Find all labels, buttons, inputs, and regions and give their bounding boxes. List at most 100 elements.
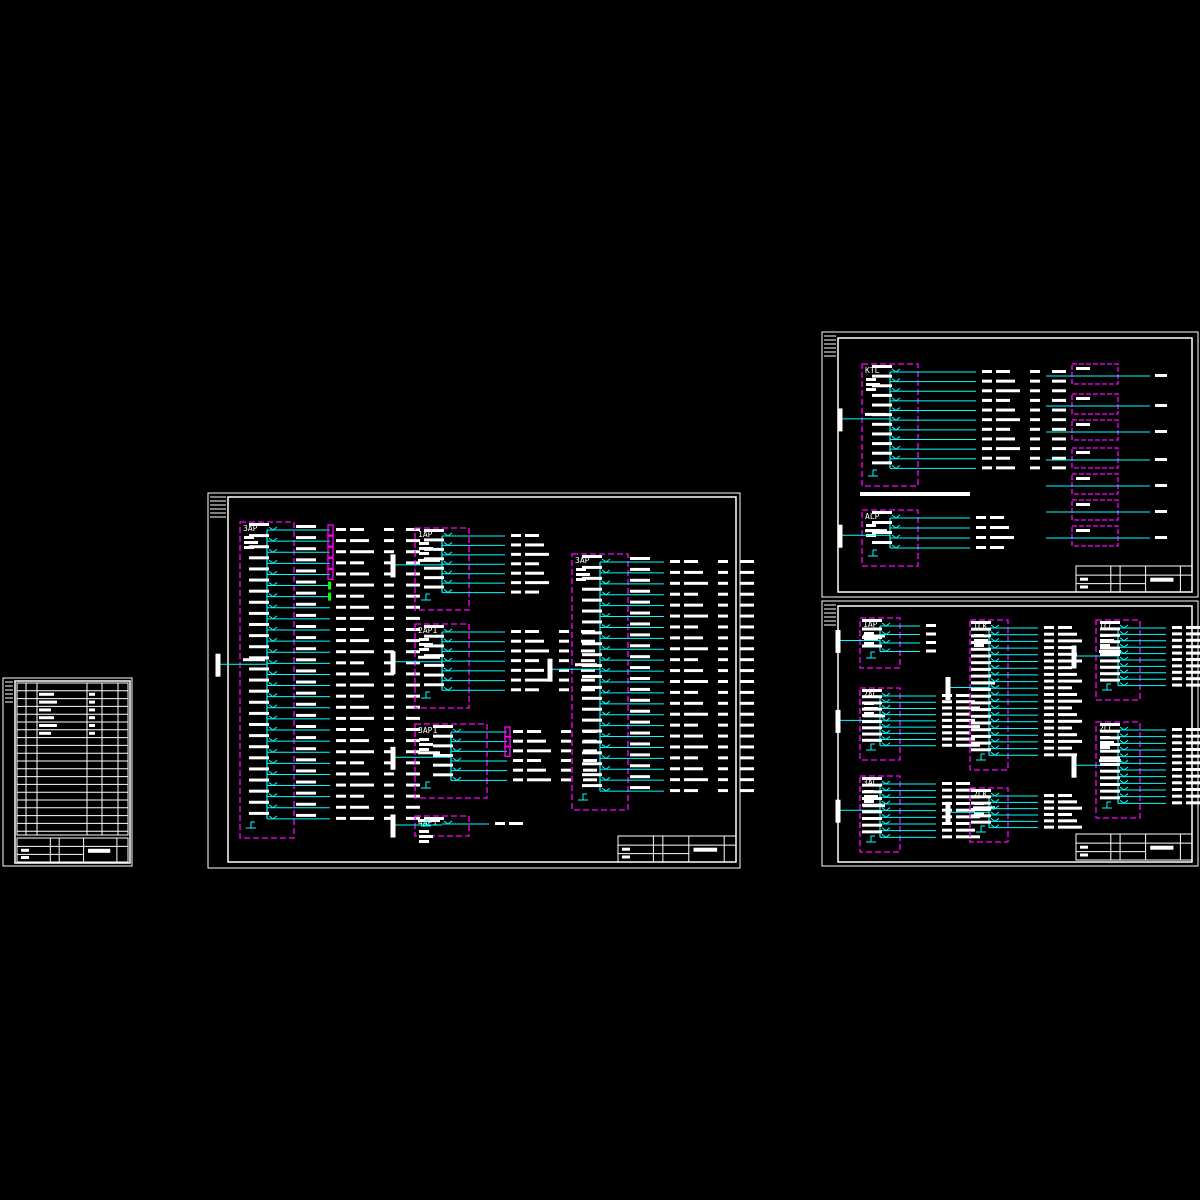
circuit-phase-text (740, 701, 754, 705)
panel-boundary (859, 775, 901, 853)
main-breaker-text (1099, 759, 1121, 763)
breaker-model-text (1100, 796, 1120, 800)
panel-label: 3AP (575, 556, 590, 565)
breaker-symbol (1119, 669, 1129, 674)
breaker-symbol (990, 824, 1000, 829)
breaker-symbol (443, 638, 453, 643)
circuit-number-text (1044, 639, 1054, 643)
circuit-load-text (350, 561, 364, 565)
circuit-load-text (1186, 638, 1200, 642)
cable-spec-text (630, 698, 650, 702)
circuit-load-text (956, 822, 970, 825)
control-circuit-text (1155, 374, 1167, 377)
breaker-model-text (433, 744, 453, 748)
ground-icon (246, 821, 256, 829)
cable-spec-text (630, 633, 650, 637)
circuit-load-text (1186, 670, 1200, 674)
panel-spec-text (864, 632, 874, 635)
circuit-number-text (670, 625, 680, 629)
circuit-number-text (1172, 670, 1182, 674)
circuit-load-text (525, 543, 544, 547)
breaker-symbol (1119, 786, 1129, 791)
breaker-symbol (452, 728, 462, 733)
breaker-model-text (582, 729, 602, 733)
drawing-title-text (1150, 845, 1174, 850)
circuit-load-text (525, 534, 539, 537)
circuit-number-text (1172, 638, 1182, 642)
circuit-power-text (561, 749, 571, 753)
circuit-load-text (956, 782, 970, 785)
circuit-load-text (350, 739, 369, 743)
circuit-number-text (511, 581, 521, 585)
circuit-phase-text (1052, 418, 1066, 422)
breaker-symbol (990, 792, 1000, 797)
circuit-power-text (384, 616, 394, 620)
circuit-number-text (982, 418, 992, 422)
circuit-phase-text (406, 705, 420, 709)
cable-spec-text (630, 622, 650, 626)
circuit-number-text (670, 767, 680, 771)
circuit-number-text (336, 783, 346, 787)
circuit-power-text (384, 750, 394, 754)
breaker-model-text (433, 734, 453, 738)
breaker-model-text (971, 647, 991, 651)
index-drawing-size (89, 700, 95, 704)
circuit-load-text (990, 516, 1004, 519)
circuit-load-text (1058, 800, 1077, 804)
circuit-load-text (350, 705, 369, 709)
circuit-number-text (336, 528, 346, 531)
contactor-box (504, 745, 511, 757)
cable-spec-text (630, 731, 650, 735)
breaker-model-text (249, 645, 269, 649)
circuit-number-text (1044, 646, 1054, 650)
breaker-symbol (443, 628, 453, 633)
circuit-number-text (1172, 664, 1182, 668)
circuit-load-text (956, 694, 970, 697)
panel-spec-text (419, 638, 429, 641)
circuit-phase-text (581, 688, 595, 692)
circuit-load-text (684, 734, 703, 738)
circuit-load-text (350, 672, 369, 676)
panel-label: 1AP (418, 530, 433, 539)
breaker-model-text (424, 673, 444, 677)
breaker-model-text (872, 422, 892, 426)
circuit-number-text (942, 718, 952, 722)
circuit-power-text (384, 583, 394, 587)
circuit-phase-text (406, 805, 420, 809)
circuit-number-text (336, 816, 346, 820)
circuit-phase-text (583, 749, 597, 753)
circuit-power-text (718, 658, 728, 662)
breaker-model-text (582, 773, 602, 777)
circuit-number-text (1172, 781, 1182, 785)
breaker-symbol (881, 800, 891, 805)
circuit-power-text (718, 723, 728, 727)
breaker-model-text (1100, 743, 1120, 746)
breaker-model-text (862, 619, 882, 622)
circuit-number-text (670, 581, 680, 585)
breaker-model-text (971, 681, 991, 685)
breaker-symbol (1119, 631, 1129, 636)
circuit-load-text (1058, 706, 1072, 710)
circuit-phase-text (583, 778, 597, 782)
circuit-number-text (511, 630, 521, 633)
breaker-model-text (249, 811, 269, 815)
circuit-load-text (1058, 672, 1077, 676)
circuit-load-text (1186, 632, 1200, 636)
panel-spec-text (419, 542, 429, 545)
breaker-symbol (601, 591, 611, 596)
circuit-load-text (996, 370, 1010, 373)
breaker-model-text (872, 541, 892, 544)
circuit-load-text (350, 694, 364, 698)
control-box-label (1076, 503, 1090, 506)
breaker-symbol (881, 736, 891, 741)
cable-spec-text (630, 600, 650, 604)
circuit-load-text (956, 743, 980, 747)
breaker-symbol (1119, 773, 1129, 778)
circuit-power-text (1030, 418, 1040, 422)
breaker-model-text (433, 763, 453, 767)
circuit-load-text (509, 822, 523, 825)
circuit-number-text (1044, 746, 1054, 750)
incoming-cable-mark (945, 677, 951, 700)
circuit-power-text (718, 701, 728, 705)
